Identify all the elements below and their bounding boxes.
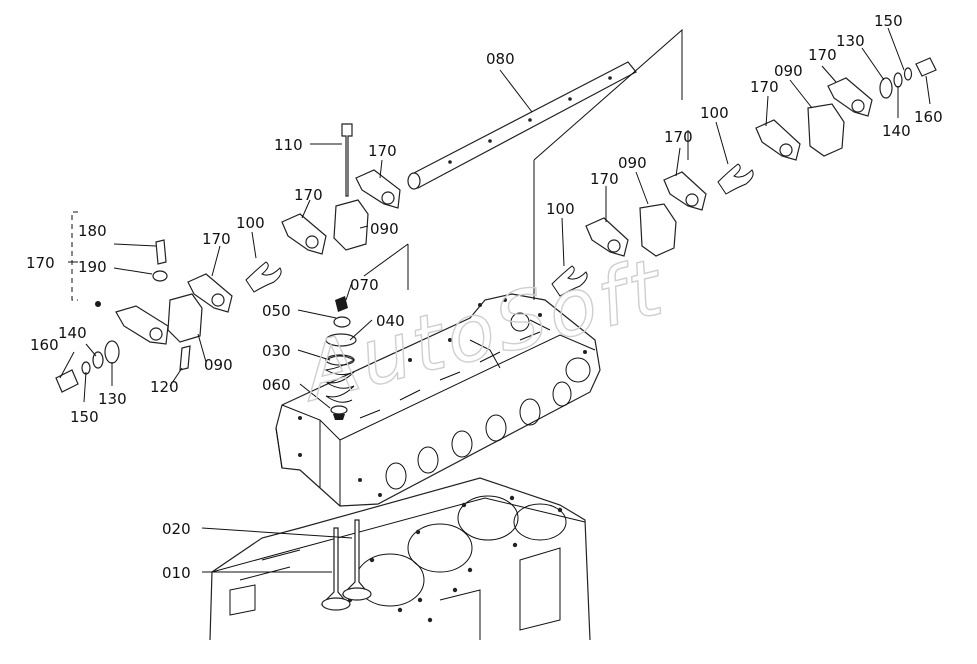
label-080: 080: [486, 50, 515, 68]
label-030: 030: [262, 342, 291, 360]
cylinder-block: [209, 477, 591, 641]
label-100-right-lower: 100: [546, 200, 575, 218]
label-130-right: 130: [836, 32, 865, 50]
label-170-left-b: 170: [294, 186, 323, 204]
label-090-left-upper: 090: [370, 220, 399, 238]
label-170-right-c: 170: [750, 78, 779, 96]
label-160-left: 160: [30, 336, 59, 354]
label-110: 110: [274, 136, 303, 154]
label-190: 190: [78, 258, 107, 276]
label-140-right: 140: [882, 122, 911, 140]
label-170-left-a: 170: [202, 230, 231, 248]
valve-spring-stack: [324, 296, 357, 420]
label-130-left: 130: [98, 390, 127, 408]
label-120: 120: [150, 378, 179, 396]
label-170-left-c: 170: [368, 142, 397, 160]
label-170-right-d: 170: [808, 46, 837, 64]
label-170-right-a: 170: [590, 170, 619, 188]
valves: [320, 519, 372, 611]
label-070: 070: [350, 276, 379, 294]
leader-lines: [59, 27, 931, 573]
label-090-right-lower: 090: [618, 154, 647, 172]
label-060: 060: [262, 376, 291, 394]
rocker-shaft: [407, 61, 637, 190]
label-090-left-lower: 090: [204, 356, 233, 374]
label-160-right: 160: [914, 108, 943, 126]
part-labels: 010 020 030 040 050 060 070 080 090 090 …: [26, 12, 943, 582]
label-100-right-upper: 100: [700, 104, 729, 122]
right-rocker-group: [533, 28, 937, 300]
label-090-right-upper: 090: [774, 62, 803, 80]
cylinder-head: [275, 293, 601, 507]
label-020: 020: [162, 520, 191, 538]
label-180: 180: [78, 222, 107, 240]
label-150-left: 150: [70, 408, 99, 426]
label-140-left: 140: [58, 324, 87, 342]
label-040: 040: [376, 312, 405, 330]
label-150-right: 150: [874, 12, 903, 30]
label-050: 050: [262, 302, 291, 320]
label-100-left: 100: [236, 214, 265, 232]
label-010: 010: [162, 564, 191, 582]
label-170-bracket: 170: [26, 254, 55, 272]
label-170-right-b: 170: [664, 128, 693, 146]
left-rocker-group: [55, 123, 401, 393]
